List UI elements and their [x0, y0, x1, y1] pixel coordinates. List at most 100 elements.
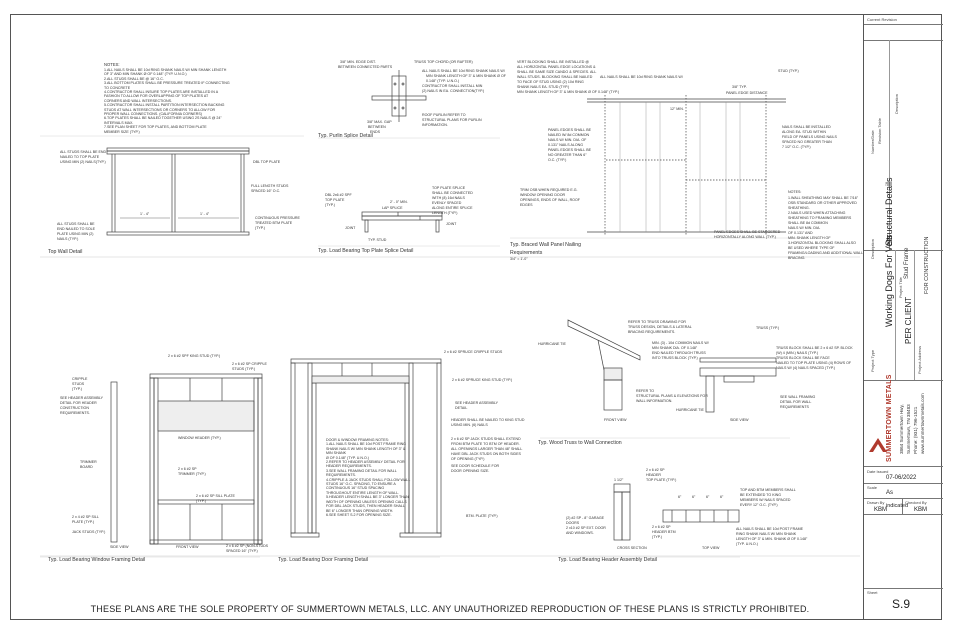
- callout: TOP PLATE SPLICE: [432, 186, 466, 190]
- note-line: STUDS AT WALL INTERSECTIONS OR CORNERS T…: [104, 107, 216, 112]
- callout: BRACING.: [788, 256, 806, 260]
- callout: STUDS (TYP.): [232, 367, 256, 371]
- date-issued-label: Date Issued: [867, 469, 889, 474]
- callout: INFORMATION.: [422, 123, 448, 127]
- status-value: FOR CONSTRUCTION: [924, 236, 930, 294]
- callout: TOP PLATE: [325, 198, 345, 202]
- sheet-label: Sheet: [867, 590, 878, 595]
- checked-by-label: Checked By: [905, 500, 927, 505]
- detail-title: Typ. Load Bearing Window Framing Detail: [48, 557, 146, 563]
- callout: FIELD OF PANELS USING NAILS: [782, 135, 837, 139]
- callout: EDGES: [520, 203, 533, 207]
- note-line: TO CONCRETE: [104, 85, 131, 90]
- detail-title: Typ. Wood Truss to Wall Connection: [538, 440, 622, 446]
- callout: RING SHANK NAILS W/ MIN SHANK: [736, 532, 797, 536]
- note-line: FOR DBL JACK STUDS, THEN HEADER SHALL: [326, 504, 405, 509]
- note-line: 7.SEE PLAN SHEET FOR TOP PLATES, AND BOT…: [104, 125, 207, 130]
- callout: STRUCTURAL PLANS & ELEVATIONS FOR: [636, 394, 708, 398]
- callout: ENDS: [370, 130, 380, 134]
- callout: FRAMING/LOADING AND ADDITIONAL WALL: [788, 251, 864, 255]
- callout: 6": [706, 495, 710, 499]
- callout: OF OPENING (TYP.): [451, 457, 485, 461]
- callout: 0.131" NAILS ALONG: [548, 143, 584, 147]
- note-line: SHANK NAILS W/ MIN SHANK LENGTH OF 3" &: [326, 446, 406, 451]
- company-name: SUMMERTOWN METALS: [886, 374, 893, 462]
- callout: 3.HORIZONTAL BLOCKING SHALL ALSO: [788, 241, 856, 245]
- callout: ALONG ENTIRE SPLICE: [432, 206, 473, 210]
- checked-by-value: KBM: [914, 507, 928, 513]
- callout: EVERY 12" O.C. (TYP.): [740, 503, 778, 507]
- callout: DBL TOP PLATE: [253, 160, 281, 164]
- detail-title: Typ. Load Bearing Door Framing Detail: [278, 557, 368, 563]
- callout: 2 x 6 #2 SPF KING STUD (TYP.): [168, 354, 221, 358]
- note-line: 2.REFER TO HEADER ASSEMBLY DETAIL FOR: [326, 460, 405, 465]
- callout: REFER TO: [636, 389, 655, 393]
- callout: SIDE VIEW: [730, 418, 749, 422]
- callout: NO GREATER THAN 6": [548, 153, 587, 157]
- note-line: CORNERS AND WALL INTERSECTIONS.: [104, 98, 173, 103]
- callout: HEADER BTM: [652, 530, 676, 534]
- callout: ALL OPENINGS LARGER THAN 48" SHALL: [451, 447, 523, 451]
- note-line: 5.HEADER LENGTH SHALL BE 3" LONGER THAN: [326, 495, 409, 500]
- callout: REQUIREMENTS: [780, 405, 809, 409]
- detail-title-line2: Requirements: [510, 250, 543, 256]
- note-line: PROPER WALL CONNECTIONS. (CALIFORNIA COR…: [104, 112, 202, 117]
- callout: 2.NAILS USED WHEN ATTACHING: [788, 211, 846, 215]
- callout: OSB STANDARD OR OTHER APPROVED: [788, 201, 857, 205]
- callout: SHALL BE CONNECTED: [432, 191, 473, 195]
- callout: JACK STUDS (TYP.): [72, 530, 106, 534]
- callout: STRUCTURAL PLANS FOR PURLIN: [422, 118, 482, 122]
- detail-title: Top Wall Detail: [48, 249, 83, 255]
- note-line: THROUGHOUT ENTIRE LENGTH OF WALL.: [326, 490, 400, 495]
- callout: JOINT: [446, 222, 457, 226]
- callout: BE USED WHERE TYPE OF: [788, 246, 835, 250]
- description-label: Description: [894, 93, 899, 114]
- company-logo: [867, 384, 889, 454]
- callout: WALL INFORMATION.: [636, 399, 673, 403]
- callout: SPACED NO GREATER THAN: [782, 140, 832, 144]
- callout: ALL NAILS SHALL BE 10d RING SHANK NAILS …: [422, 69, 505, 73]
- callout: (2) NAILS IN EA. CONNECTION(TYP.): [422, 89, 485, 93]
- callout: ALONG EA. STUD WITHIN: [782, 130, 826, 134]
- callout: BTM. PLATE (TYP.): [466, 514, 498, 518]
- callout: ROOF PURLIN REFER TO: [422, 113, 466, 117]
- callout: SEE WALL FRAMING: [780, 395, 816, 399]
- callout: 2 x 6 #2 SPRUCE CRIPPLE STUDS: [444, 350, 503, 354]
- callout: 2 x 6 #2 SP: [646, 468, 665, 472]
- callout: FULL LENGTH STUDS: [251, 184, 289, 188]
- callout: NAILS W/ (4) NAILS SPACED (TYP.): [776, 366, 835, 370]
- callout: MIN SHANK LENGTH OF 3" & MIN SHANK Ø OF …: [517, 90, 620, 94]
- callout: NOTES:: [788, 190, 802, 194]
- company-web: www.summertownmetals.com: [920, 393, 925, 454]
- callout: OPENINGS, ENDS OF WALL, ROOF: [520, 198, 580, 202]
- callout: 6": [678, 495, 682, 499]
- detail-title: Typ. Braced Wall Panel Nailing: [510, 242, 582, 248]
- callout: (2) #2 SP - 8'' GARAGE: [566, 516, 605, 520]
- callout: END NAILED THROUGH TRUSS: [652, 351, 706, 355]
- note-line: 2.ALL STUDS SHALL BE @ 16" O.C.: [104, 76, 164, 81]
- callout: MIN SHANK DIA. OF 0.148": [652, 346, 698, 350]
- callout: SEE HEADER ASSEMBLY: [455, 401, 499, 405]
- scale-value: As: [886, 490, 894, 496]
- dimension: 1' - 4": [140, 212, 150, 216]
- callout: 2 x 4 #2 SP SILL: [72, 515, 99, 519]
- callout: 2 x 6 #2 SP: [652, 525, 671, 529]
- callout: FRONT VIEW: [176, 545, 199, 549]
- callout: DETAIL FOR HEADER: [60, 401, 97, 405]
- callout: CRIPPLE: [72, 377, 88, 381]
- callout: O.C. (TYP.): [548, 158, 567, 162]
- note-line: HEADER REQUIREMENTS.: [326, 464, 372, 469]
- callout: SHALL BE 8d COMMON: [788, 221, 828, 225]
- note-line: INTERVALS MAX.: [104, 120, 134, 125]
- callout: 3/8" TYP.: [732, 85, 747, 89]
- project-title: Working Dogs For Vets: [884, 234, 894, 327]
- callout: WALL STUDS. BLOCKING SHALL BE NAILED: [517, 75, 593, 79]
- callout: 3/8" MIN. EDGE DIST.: [340, 60, 376, 64]
- callout: JOINT: [345, 226, 356, 230]
- detail-scale: 3/4" = 1'-0": [510, 257, 528, 261]
- callout: TRUSS TOP CHORD (OR RAFTER): [414, 60, 473, 64]
- callout: ALL HORIZONTAL PANEL EDGE LOCATIONS &: [517, 65, 596, 69]
- project-type-value: Stud Frame: [904, 247, 910, 279]
- callout: TOP PLATE (TYP.): [646, 478, 677, 482]
- callout: NAILS SHALL BE INSTALLED: [782, 125, 831, 129]
